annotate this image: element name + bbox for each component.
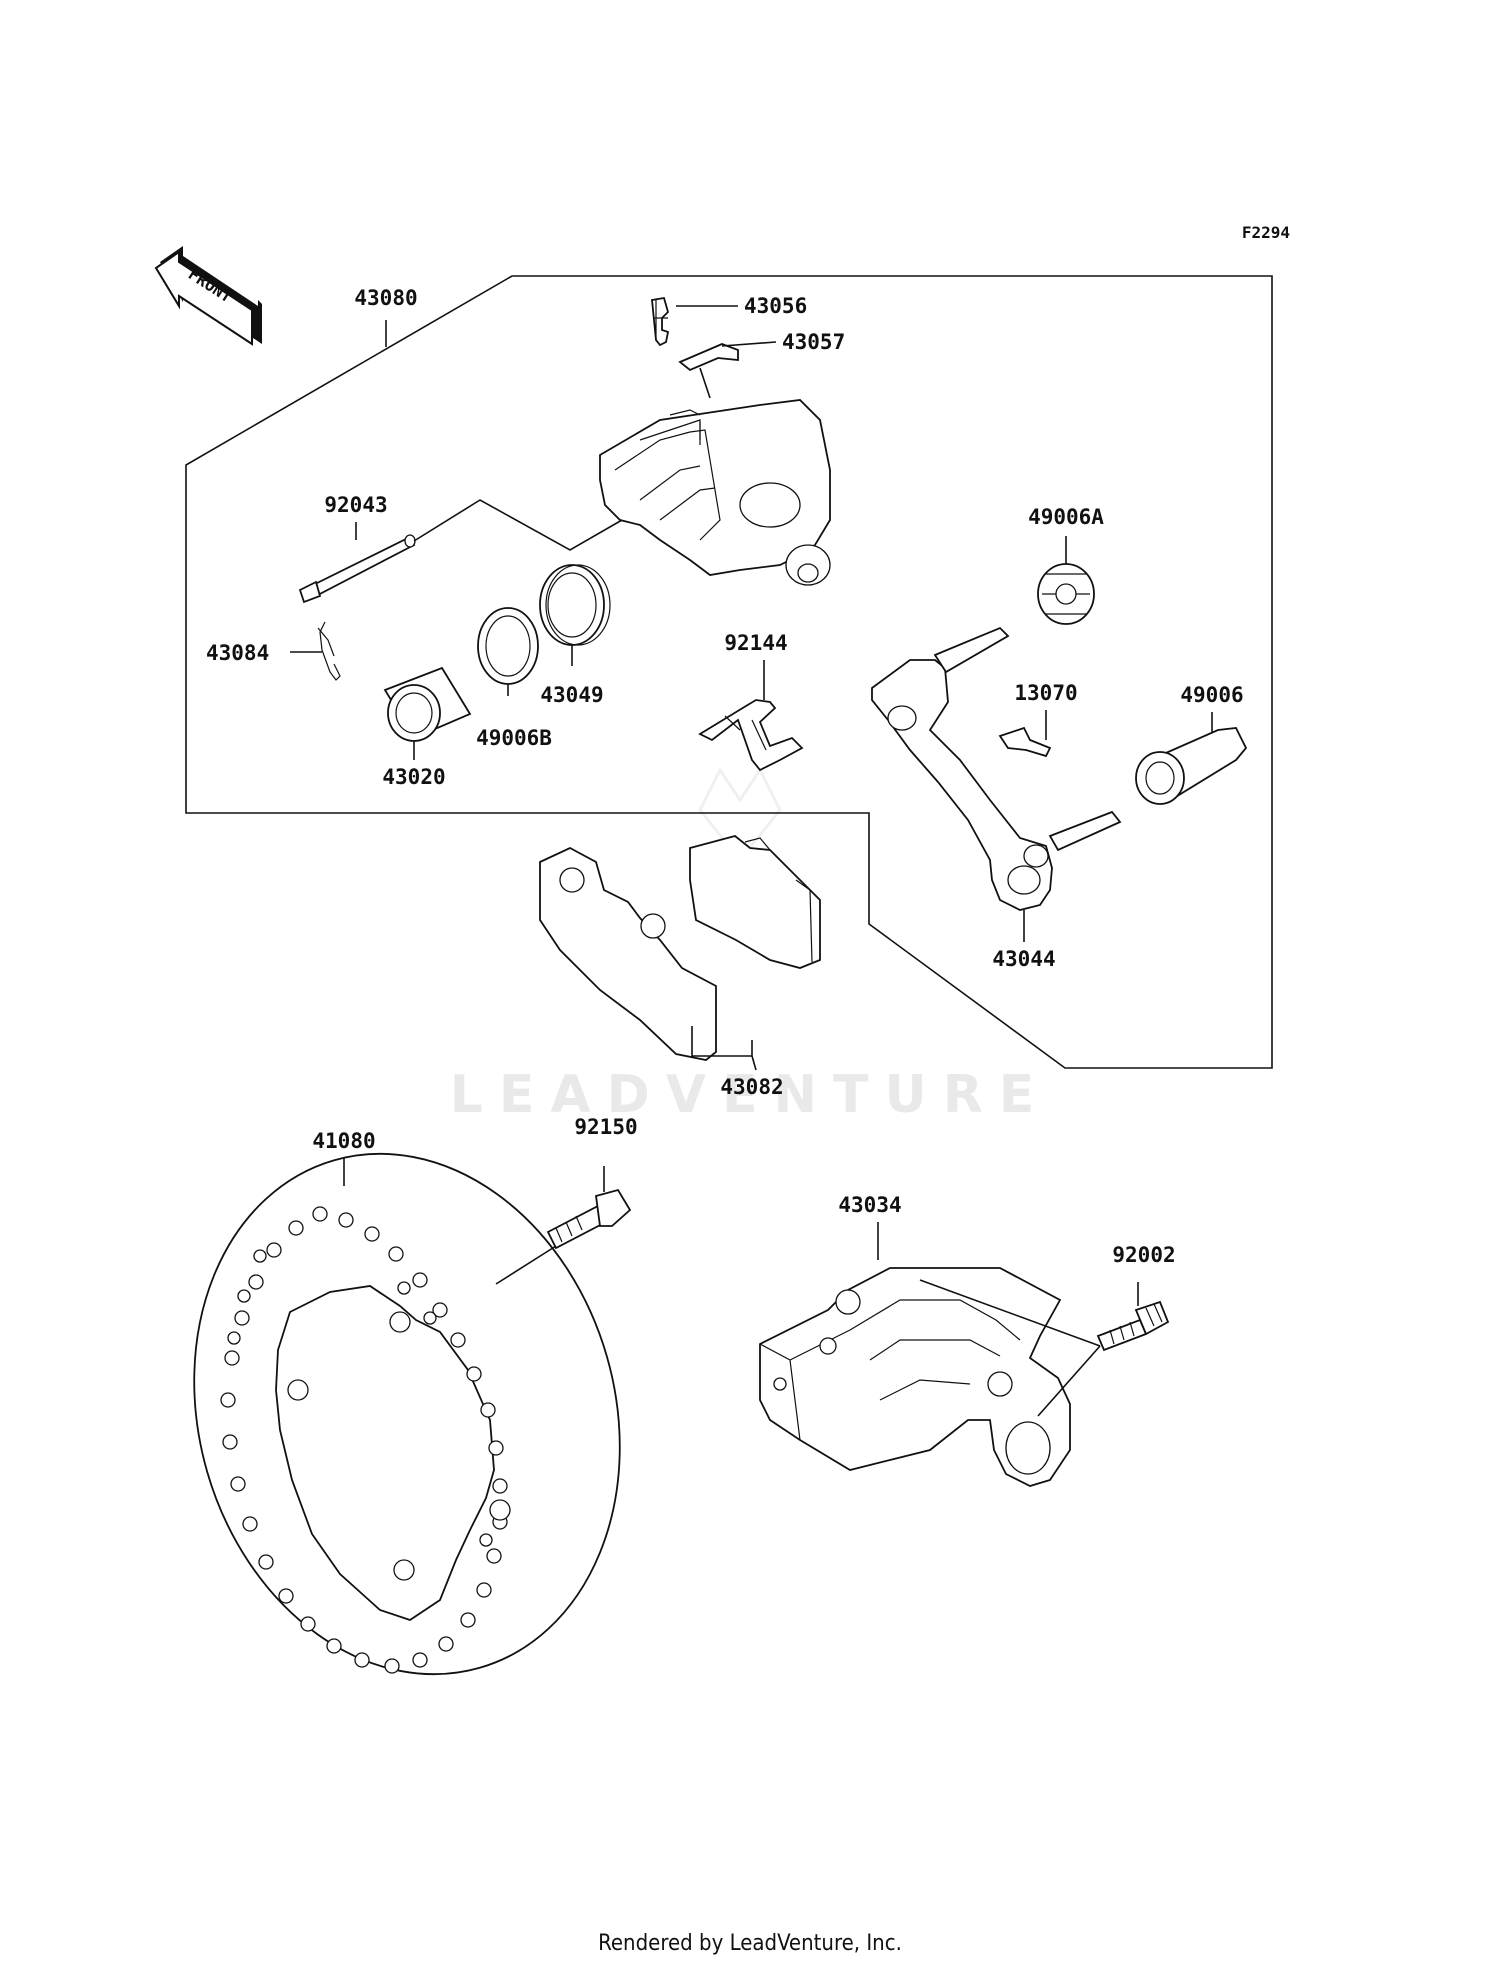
bleeder-cap	[678, 343, 739, 372]
part-label-43082: 43082	[720, 1075, 783, 1099]
part-labels: 43080 43056 43057 92043 43084 43049 4900…	[206, 286, 1244, 1267]
pin-clip	[317, 621, 341, 681]
front-arrow-icon: FRONT	[154, 246, 262, 346]
part-label-49006A: 49006A	[1028, 505, 1104, 529]
part-label-41080: 41080	[312, 1129, 375, 1153]
part-label-43057: 43057	[782, 330, 845, 354]
part-label-43056: 43056	[744, 294, 807, 318]
brake-pads	[539, 835, 821, 1061]
caliper-holder	[759, 1267, 1071, 1487]
part-label-49006: 49006	[1180, 683, 1243, 707]
slide-pin-boot	[1135, 727, 1248, 805]
footer-credit: Rendered by LeadVenture, Inc.	[598, 1931, 902, 1956]
piston-seal	[477, 607, 539, 685]
assembly-outline	[185, 275, 1273, 1069]
part-label-92002: 92002	[1112, 1243, 1175, 1267]
disc-holes	[220, 1206, 508, 1674]
part-label-43049: 43049	[540, 683, 603, 707]
brake-disc	[193, 1152, 621, 1676]
part-label-92150: 92150	[574, 1115, 637, 1139]
watermark-text: LEADVENTURE	[450, 1065, 1051, 1125]
caliper-bracket	[871, 626, 1122, 911]
part-label-49006B: 49006B	[476, 726, 552, 750]
part-label-43044: 43044	[992, 947, 1055, 971]
disc-bolt	[546, 1188, 632, 1250]
caliper-pin	[298, 534, 416, 604]
figure-code: F2294	[1242, 223, 1290, 242]
leader-lines	[290, 305, 1213, 1417]
part-label-43020: 43020	[382, 765, 445, 789]
bracket-clip	[998, 726, 1052, 758]
pad-spring	[698, 699, 804, 772]
bleeder-valve	[651, 296, 670, 347]
dust-seal	[539, 564, 611, 646]
part-label-92144: 92144	[724, 631, 787, 655]
piston	[383, 666, 472, 742]
part-label-92043: 92043	[324, 493, 387, 517]
part-label-13070: 13070	[1014, 681, 1077, 705]
part-label-43084: 43084	[206, 641, 269, 665]
holder-bolt	[1096, 1300, 1170, 1352]
caliper-body	[599, 399, 831, 586]
boot-a	[1037, 563, 1095, 625]
part-label-43034: 43034	[838, 1193, 901, 1217]
part-label-43080: 43080	[354, 286, 417, 310]
